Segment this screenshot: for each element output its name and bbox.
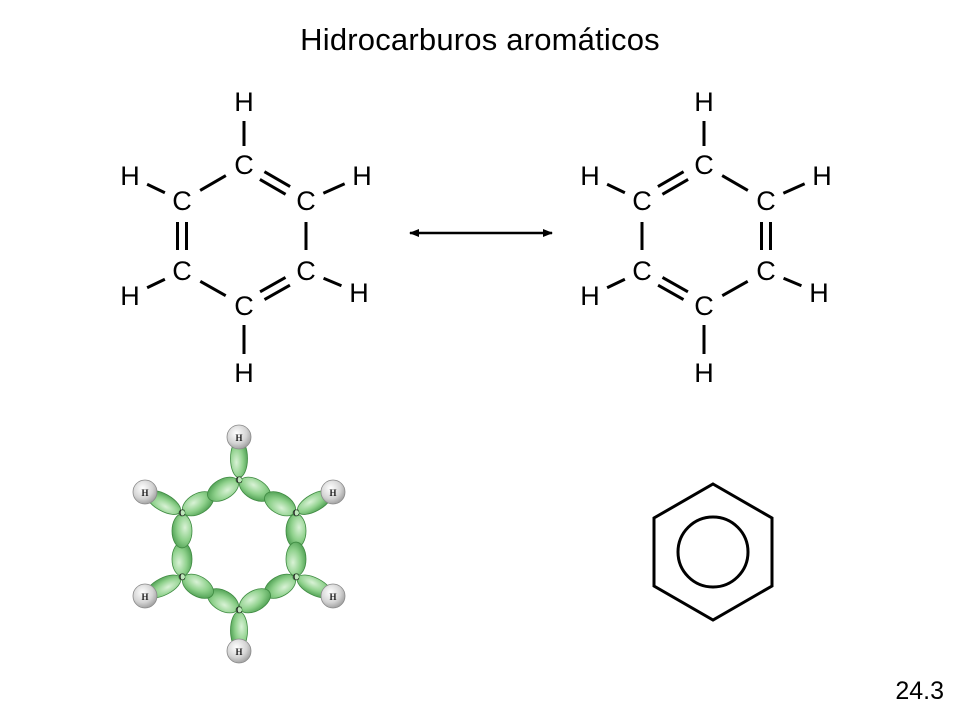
single-bond <box>721 280 749 297</box>
hydrogen-top: H <box>694 87 714 117</box>
hydrogen-sphere <box>226 424 252 450</box>
carbon-lower-left: C <box>632 256 652 286</box>
double-bond <box>657 170 685 188</box>
ch-bond <box>146 277 166 290</box>
ch-bond <box>322 276 343 288</box>
orbital-hydrogen-label: H <box>141 592 148 602</box>
hydrogen-bottom: H <box>234 358 254 388</box>
orbital-lobe <box>171 513 193 549</box>
ch-bond <box>782 182 806 195</box>
double-bond <box>259 178 287 196</box>
hydrogen-sphere <box>226 638 252 664</box>
orbital-carbon-label: C <box>293 508 300 518</box>
carbon-bottom: C <box>234 291 254 321</box>
hydrogen-top: H <box>234 87 254 117</box>
carbon-upper-left: C <box>632 186 652 216</box>
carbon-upper-right: C <box>756 186 776 216</box>
double-bond <box>259 276 287 294</box>
orbital-hydrogen-label: H <box>235 433 242 443</box>
double-bond <box>263 170 291 188</box>
carbon-nucleus <box>292 509 300 517</box>
orbital-carbon-label: C <box>236 605 243 615</box>
ch-bond <box>782 276 803 288</box>
hydrogen-bottom: H <box>694 358 714 388</box>
orbital-carbon-label: C <box>179 572 186 582</box>
single-bond <box>721 174 749 192</box>
hydrogen-upper-right: H <box>352 161 372 191</box>
hydrogen-upper-left: H <box>580 161 600 191</box>
orbital-carbon-label: C <box>293 572 300 582</box>
orbital-hydrogen-label: H <box>329 592 336 602</box>
double-bond <box>661 276 689 294</box>
carbon-top: C <box>694 150 714 180</box>
kekule-structure-right: C C C C C C H H H H H H <box>580 87 832 388</box>
hydrogen-sphere <box>320 583 346 609</box>
orbital-hydrogen-label: H <box>329 488 336 498</box>
orbital-hydrogen-label: H <box>141 488 148 498</box>
hydrogen-upper-right: H <box>812 161 832 191</box>
hydrogen-sphere <box>320 479 346 505</box>
carbon-upper-right: C <box>296 186 316 216</box>
carbon-nucleus <box>235 606 243 614</box>
double-bond <box>657 283 685 301</box>
carbon-nucleus <box>292 573 300 581</box>
ch-bond <box>606 182 626 195</box>
carbon-bottom: C <box>694 291 714 321</box>
hydrogen-lower-left: H <box>120 281 140 311</box>
carbon-lower-right: C <box>296 256 316 286</box>
orbital-carbon-label: C <box>236 475 243 485</box>
hydrogen-sphere <box>132 479 158 505</box>
hydrogen-lower-right: H <box>809 278 829 308</box>
double-bond <box>661 178 689 196</box>
slide-number: 24.3 <box>895 677 944 705</box>
hydrogen-lower-right: H <box>349 278 369 308</box>
ch-bond <box>146 182 166 195</box>
carbon-nucleus <box>178 573 186 581</box>
benzene-ring-icon <box>652 482 774 622</box>
carbon-nucleus <box>178 509 186 517</box>
carbon-lower-right: C <box>756 256 776 286</box>
double-bond <box>263 283 291 301</box>
hydrogen-upper-left: H <box>120 161 140 191</box>
single-bond <box>199 280 227 297</box>
single-bond <box>199 174 227 192</box>
orbital-lobe <box>285 541 307 577</box>
orbital-carbon-label: C <box>179 508 186 518</box>
hydrogen-lower-left: H <box>580 281 600 311</box>
ch-bond <box>322 182 346 195</box>
kekule-structure-left: C C C C C C H H H H H H <box>120 87 372 388</box>
sigma-orbital-model: H H H H H H C C C C C C <box>132 424 346 664</box>
ch-bond <box>606 277 626 290</box>
carbon-upper-left: C <box>172 186 192 216</box>
carbon-top: C <box>234 150 254 180</box>
orbital-hydrogen-label: H <box>235 647 242 657</box>
hydrogen-sphere <box>132 583 158 609</box>
page-title: Hidrocarburos aromáticos <box>300 22 660 57</box>
carbon-lower-left: C <box>172 256 192 286</box>
carbon-nucleus <box>235 476 243 484</box>
